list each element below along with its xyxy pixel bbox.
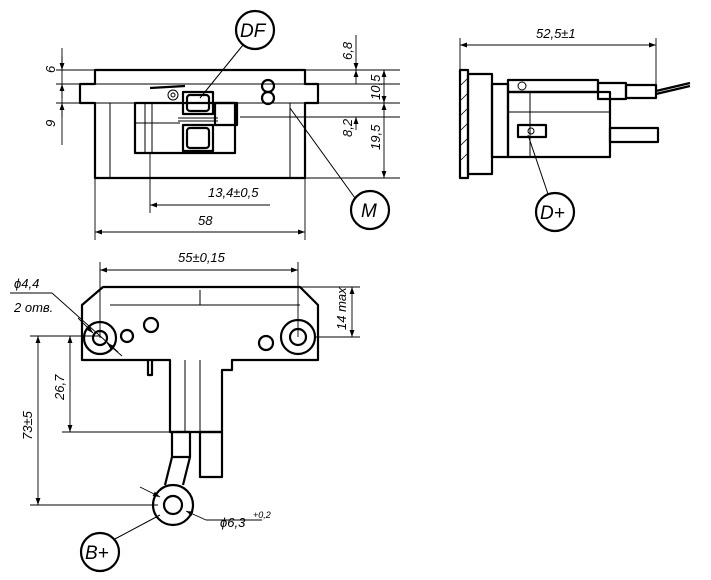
dim-10-5: 10,5 — [368, 74, 383, 100]
label-d-plus: D+ — [527, 134, 576, 233]
dim-9: 9 — [43, 120, 58, 127]
front-view — [78, 68, 320, 180]
dim-52-5: 52,5±1 — [536, 26, 576, 41]
label-b-plus: B+ — [79, 514, 161, 573]
dim-hole-count: 2 отв. — [13, 300, 53, 315]
label-m: M — [289, 107, 391, 231]
front-view-dimensions: 6 9 6,8 8,2 10,5 19,5 13,4±0,5 58 — [43, 35, 400, 240]
dim-26-7: 26,7 — [52, 374, 67, 401]
label-m-text: M — [361, 201, 377, 222]
dim-term-tol: +0,2 — [253, 510, 271, 520]
top-view-dimensions: 55±0,15 14 max 26,7 73±5 ϕ4,4 2 отв. ϕ6,… — [10, 250, 360, 530]
dim-14-max: 14 max — [334, 287, 349, 330]
dim-55: 55±0,15 — [178, 250, 226, 265]
dim-73: 73±5 — [20, 410, 35, 440]
dim-6-8: 6,8 — [340, 41, 355, 60]
side-view-dimensions: 52,5±1 — [459, 26, 657, 85]
label-d-plus-text: D+ — [540, 203, 565, 224]
top-view — [80, 285, 320, 527]
dim-hole-dia: ϕ4,4 — [14, 276, 39, 291]
dim-19-5: 19,5 — [368, 124, 383, 150]
dim-58: 58 — [198, 213, 213, 228]
dim-term-dia: ϕ6,3 — [220, 515, 246, 530]
label-df: DF — [199, 9, 276, 99]
side-view — [458, 68, 691, 180]
label-b-plus-text: B+ — [85, 543, 109, 564]
dim-13-4: 13,4±0,5 — [208, 185, 259, 200]
dim-6: 6 — [43, 65, 58, 73]
label-df-text: DF — [240, 21, 267, 42]
dim-8-2: 8,2 — [340, 118, 355, 137]
